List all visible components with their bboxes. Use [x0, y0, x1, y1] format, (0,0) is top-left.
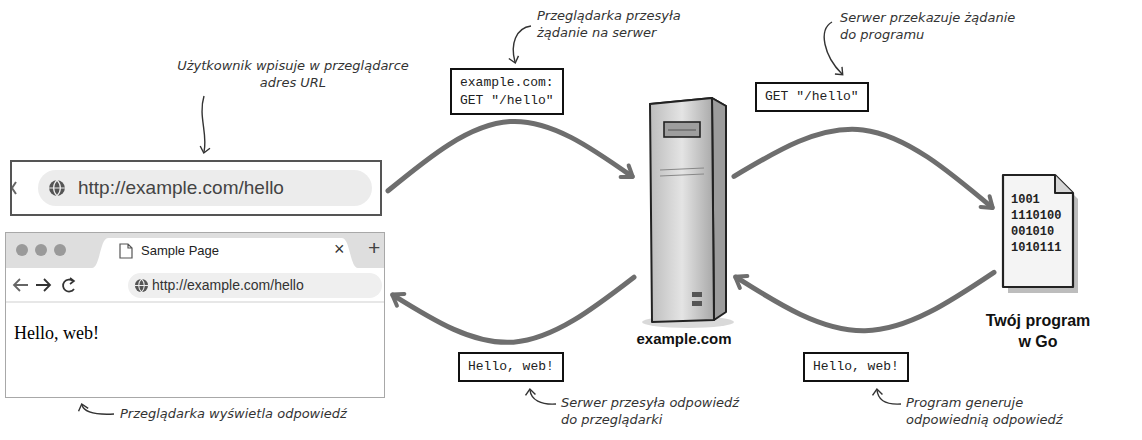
program-file: 1001 1110100 001010 1010111Twój program … — [1000, 172, 1076, 290]
annotation: Serwer przesyła odpowiedź do przeglądark… — [561, 395, 751, 429]
request-text: GET "/hello" — [765, 88, 859, 106]
leader-lines — [82, 22, 901, 414]
program-label: Twój program w Go — [981, 310, 1095, 352]
server-illustration — [642, 98, 734, 328]
request-text: example.com: GET "/hello" — [460, 74, 554, 109]
url-bar-art — [12, 170, 372, 206]
tab-close: × — [334, 238, 345, 260]
annotation: Przeglądarka wyświetla odpowiedź — [120, 406, 347, 423]
annotation: Program generuje odpowiednią odpowiedź — [906, 395, 1076, 429]
response-text: Hello, web! — [813, 358, 899, 376]
flow-arrow — [734, 129, 992, 207]
annotation: Użytkownik wpisuje w przeglądarce adres … — [168, 58, 418, 92]
message-box: Hello, web! — [458, 352, 564, 382]
tab-title: Sample Page — [141, 243, 219, 259]
program-file-icon — [1003, 175, 1078, 293]
flow-arrow — [393, 277, 634, 342]
message-box: Hello, web! — [803, 352, 909, 382]
response-text: Hello, web! — [468, 358, 554, 376]
new-tab: + — [368, 236, 380, 260]
server: example.com — [640, 98, 728, 322]
page-content: Hello, web! — [14, 323, 99, 344]
message-box: example.com: GET "/hello" — [450, 68, 564, 115]
annotation: Serwer przekazuje żądanie do programu — [840, 10, 1020, 44]
binary-digits: 1001 1110100 001010 1010111 — [1011, 192, 1061, 256]
server-label: example.com — [636, 330, 731, 348]
url-text: http://example.com/hello — [78, 177, 284, 199]
annotation: Przeglądarka przesyła żądanie na serwer — [537, 8, 707, 42]
message-box: GET "/hello" — [755, 82, 869, 112]
flow-arrow — [736, 272, 994, 330]
browser-chrome — [5, 232, 385, 302]
url-bar: http://example.com/hello — [10, 160, 382, 216]
browser-window: Sample Page × + http://example.com/helloHel… — [5, 232, 385, 398]
flow-arrow — [388, 121, 632, 190]
url-text: http://example.com/hello — [152, 277, 304, 294]
